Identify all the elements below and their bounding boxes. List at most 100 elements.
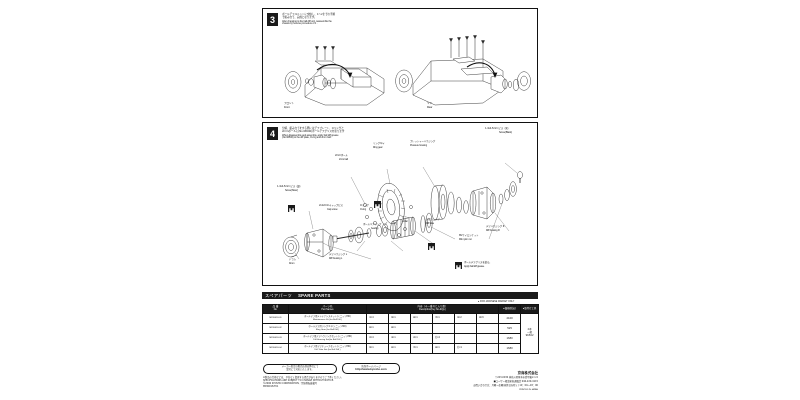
ball-diff-exploded-illustration [273,147,531,277]
cell-part-no: MDW018-01 [262,313,289,324]
callout-o-ring-en: O-ring [360,208,367,211]
spare-parts-table: 品 番 No. パーツ名 Part Names 内容（キ一番号と入り数） Des… [262,304,540,354]
homepage-url[interactable]: http://www.kyosho.com [355,367,387,372]
company-phone: ■ユーザー相談室直通電話 046-229-4115 [493,380,538,383]
grease-mark-icon-mid [374,201,381,208]
cell-tool: 2本 一組 96562 [520,313,540,354]
grease-mark-icon-left [288,205,295,212]
manual-page: 3 ボールデフユニットに交換し、1〜2までの手順 で組み立て、完成となります。 … [250,0,550,400]
step-3-panel: 3 ボールデフユニットに交換し、1〜2までの手順 で組み立て、完成となります。 … [262,8,538,118]
front-label-en: Front [284,106,290,109]
callout-bearing-en: bearing [371,227,379,230]
table-row: MDW018-04 ボールデフ用デフチューブセット(ミニッツMR) Diff T… [262,343,539,354]
cell-desc: ③×1 [388,333,411,344]
cell-part-no: MDW018-03 [262,333,289,344]
callout-diff-housing-r-en: Diff housing R [486,229,500,232]
step-4-instruction-jp: 分解、組み立てをする際にはデフプレート、Oリングと 2mmボールに(No.965… [282,127,345,134]
callout-pressure-housing-en: Pressure housing [410,144,428,147]
cell-desc [454,333,477,344]
legal-notice: ※製品の仕様などは、予告なく変更する場合がありますのでご了承ください。 SPEC… [263,376,344,388]
cell-desc: ⑪×1 [454,343,477,354]
table-row: MDW018-02 ボールデフ用リングギヤ(ミニッツMR) Ring Gear … [262,323,539,334]
step-3-instruction-jp: ボールデフユニットに交換し、1〜2までの手順 で組み立て、完成となります。 [282,13,335,20]
callout-drum-jp: ドラム [289,258,296,261]
cell-desc [410,323,433,334]
callout-diff-tube-jp: デフチューブ [426,218,440,221]
cell-part-no: MDW018-02 [262,323,289,334]
cell-desc [454,323,477,334]
step-3-number: 3 [267,13,278,26]
retailer-note-box: メーカー指定の販売店様は弊社にて 受付にて対応いたします。 [263,364,337,374]
cell-desc: ②×4 [366,333,389,344]
step-4-instruction-en: When disassemble and assemble, apply bal… [282,133,339,140]
table-row: MDW018-03 ボールデフ用デフハウジングセット(ミニッツMR) Diff … [262,333,539,344]
cell-desc: ⑪×4 [432,333,455,344]
spare-parts-title-bar: スペアパーツ SPARE PARTS [262,292,538,299]
front-label-jp: フロント [284,102,294,105]
cell-desc: ⑥×1 [388,343,411,354]
header-part-name: パーツ名 Part Names [288,304,367,314]
callout-cap-screw-en: Cap screw [327,208,338,211]
callout-screw-black-jp: 1.4x4.5mm ビス（黒） [485,127,510,130]
cell-price: 1680 [498,333,522,344]
cell-desc: ⑦×1 [432,313,455,324]
callout-diff-housing-l-jp: デフハウジング L [329,253,347,256]
cell-price: 1680 [498,343,522,354]
company-name: 京商株式会社 [517,371,538,375]
callout-m2-nylon-nut-jp: M2ナイロンナット [459,234,479,237]
cell-part-name: ボールデフ用メンテナンスキット(ミニッツMR) Maintenance Kit … [288,313,367,324]
grease-mark-icon-right [428,243,435,250]
callout-ring-gear-jp: リングギヤ [373,142,385,145]
spare-parts-title-jp: スペアパーツ [265,292,293,298]
cell-price: 525 [498,323,522,334]
callout-collar-jp: カラー [402,216,409,219]
callout-bearing-jp: ボールベアリング [363,223,382,226]
header-part-no: 品 番 No. [262,304,289,314]
cell-desc: ⑤×1 [366,343,389,354]
callout-ring-gear-en: Ring gear [373,146,383,149]
cell-desc [475,343,500,354]
spare-parts-title-en: SPARE PARTS [298,293,331,298]
cell-part-name: ボールデフ用デフハウジングセット(ミニッツMR) Diff Housing Se… [288,333,367,344]
table-row: MDW018-01 ボールデフ用メンテナンスキット(ミニッツMR) Mainte… [262,313,540,354]
homepage-box[interactable]: 京商ホームページ http://www.kyosho.com [342,363,400,374]
cell-desc: ⑧×1 [432,343,455,354]
chassis-rear-illustration [391,29,535,111]
grease-note-jp: ボールデフグリスを塗る。 [464,261,492,264]
callout-ball-2mm-en: 2mm ball [339,158,348,161]
callout-cap-screw-jp: 2x12mmキャップビス [319,204,343,207]
grease-note-en: Apply ball diff grease. [464,265,485,268]
header-tool: ●取付け工具 [520,304,540,314]
cell-desc: ④×1 [410,333,433,344]
company-address: 〒243-0034 神奈川県厚木市愛甲東2-1-5 [494,376,538,379]
step-4-number: 4 [267,127,278,140]
chassis-front-illustration [281,35,399,109]
step-4-panel: 4 分解、組み立てをする際にはデフプレート、Oリングと 2mmボールに(No.9… [262,122,538,286]
printed-in-japan: PRINTED IN JAPAN [519,388,538,391]
cell-desc: ⑧×1 [388,323,411,334]
header-description: 内容（キ一番号と入り数） Description(Key No.&Qty.) [365,304,500,314]
rear-label-en: Rear [427,106,433,109]
header-price: ●価格(税込) [498,304,522,314]
cell-price: 2100 [498,313,522,324]
callout-screw-silver-en: Screw(Silver) [285,189,298,192]
cell-desc: ⑧×1 [410,313,433,324]
market-note: ● FOR JAPANESE MARKET ONLY [478,300,515,303]
callout-collar-en: Collar [402,220,408,223]
cell-desc: ⑩×6 [475,313,500,324]
cell-desc: ①×4 [366,313,389,324]
grease-mark-icon-note [455,262,462,269]
callout-o-ring-jp: Oリング [360,204,369,207]
callout-diff-housing-l-en: Diff housing L [329,257,343,260]
cell-desc [475,333,500,344]
cell-part-no: MDW018-04 [262,343,289,354]
callout-screw-black-en: Screw(Black) [499,131,512,134]
callout-screw-silver-jp: 1.4x4.5mm ビス（銀） [277,185,302,188]
rear-label-jp: リヤ [427,102,432,105]
callout-ball-2mm-jp: 2mmボール [335,154,348,157]
callout-diff-tube-en: Diff tube [426,222,434,225]
company-hours: お問い合わせ先：月曜〜金曜(祝祭日を除く) 10：00〜18：00 [473,384,538,387]
cell-desc: ⑦×1 [410,343,433,354]
cell-desc: ⑨×2 [454,313,477,324]
step-3-instruction-en: After changing to the ball diff unit, re… [282,19,332,26]
